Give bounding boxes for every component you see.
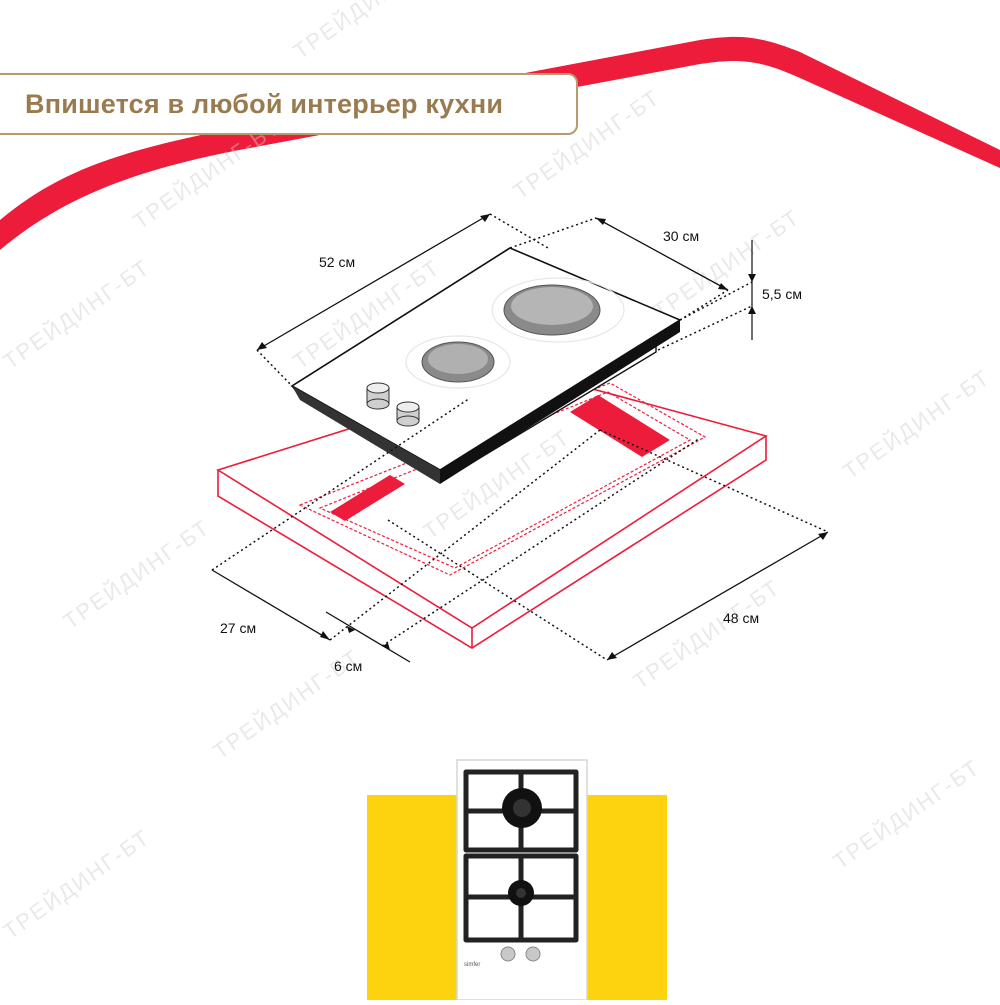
brand-logo: simfer [464, 962, 480, 968]
watermark: ТРЕЙДИНГ-БТ [289, 0, 445, 64]
watermark: ТРЕЙДИНГ-БТ [829, 754, 985, 874]
dimension-lines [211, 213, 829, 663]
burner-ring-large [491, 277, 625, 343]
dimension-offset-label: 6 см [334, 658, 363, 674]
dimension-length-label: 52 см [319, 254, 356, 270]
burner-ring-small [405, 335, 511, 389]
headline-banner: Впишется в любой интерьер кухни [0, 73, 578, 135]
gas-knob [525, 946, 541, 962]
dimension-cutout-length-label: 48 см [723, 610, 760, 626]
watermark: ТРЕЙДИНГ-БТ [0, 254, 155, 374]
watermark: ТРЕЙДИНГ-БТ [649, 204, 805, 324]
watermark: ТРЕЙДИНГ-БТ [839, 364, 995, 484]
dimension-width-label: 30 см [663, 228, 700, 244]
gas-hob-thumbnail: simfer [456, 759, 588, 1001]
electric-hob [290, 247, 682, 484]
control-knobs [366, 382, 420, 427]
watermark: ТРЕЙДИНГ-БТ [0, 824, 155, 944]
gas-knob [500, 946, 516, 962]
watermark: ТРЕЙДИНГ-БТ [59, 514, 215, 634]
dimension-cutout-width-label: 27 см [220, 620, 257, 636]
dimension-height-label: 5,5 см [762, 286, 802, 302]
headline-text: Впишется в любой интерьер кухни [25, 88, 504, 119]
